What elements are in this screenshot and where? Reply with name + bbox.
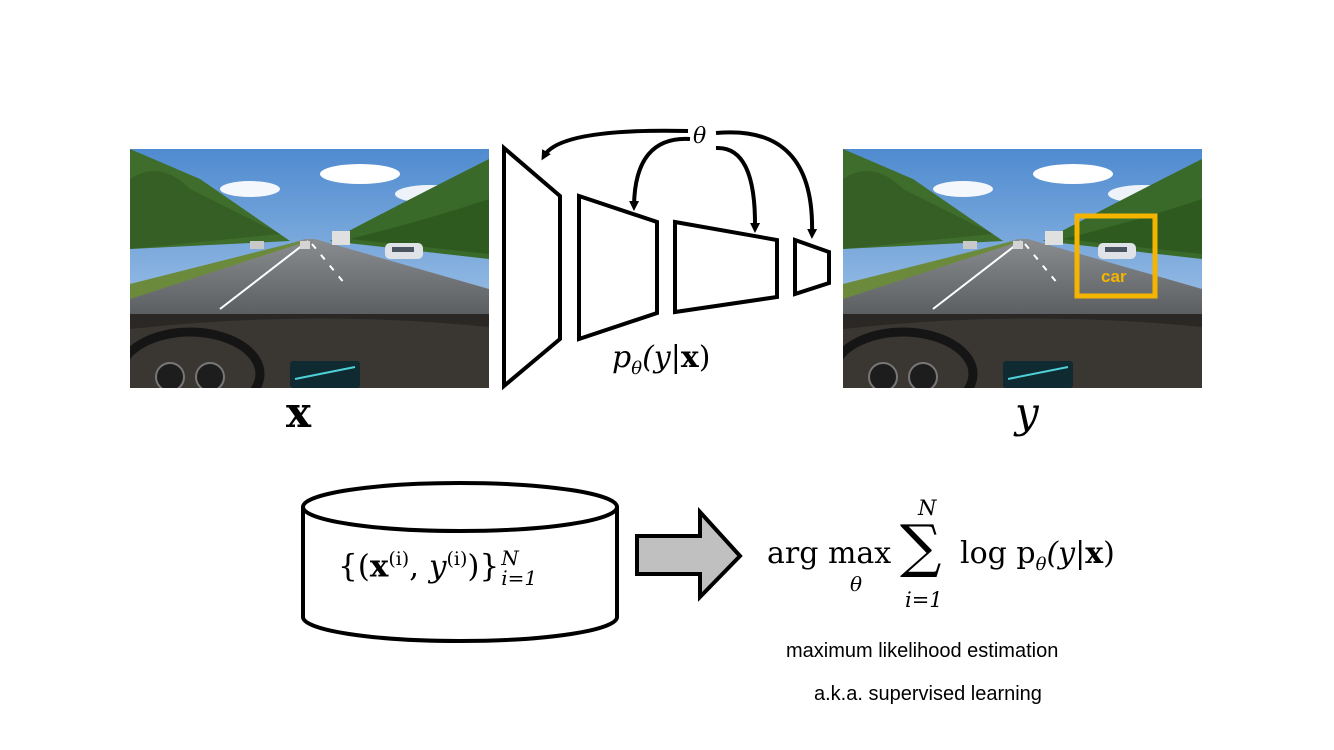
ds-y: y [428,548,447,585]
ds-y-sup: (i) [446,548,468,571]
input-symbol-x: x [286,388,312,437]
theta-arrow-layer-1 [541,128,689,161]
network-layer-2 [577,193,659,342]
network-layer-4 [793,237,831,297]
output-photo: car [843,149,1202,388]
ds-comma: , [409,548,429,585]
obj-args: (y| [1046,536,1086,571]
objective-sum-top: N [918,496,937,520]
obj-log: log p [960,536,1036,571]
dataset-cylinder-top [301,481,619,533]
fn-theta: θ [631,358,643,379]
mle-arrow [635,506,743,602]
objective-argmax-sub: θ [850,572,863,596]
output-symbol-y: y [1015,388,1039,437]
fn-p: p [612,340,632,375]
ds-sup-n: N [501,546,519,570]
ds-open: {( [338,548,370,585]
theta-arrow-layer-2 [629,136,691,211]
ds-x-sup: (i) [388,548,410,571]
ds-x: x [369,548,389,585]
objective-sum-symbol: ∑ [900,512,942,580]
theta-arrow-layer-3 [715,145,761,233]
obj-log-sub: θ [1035,554,1047,575]
objective-argmax: arg max [767,536,892,571]
theta-arrow-layer-4 [715,130,818,239]
obj-close: ) [1103,536,1115,571]
theta-label: θ [693,124,707,149]
fn-args: (y| [642,340,681,375]
dataset-cylinder-body [301,507,619,643]
objective-sum-bottom: i=1 [905,588,943,612]
input-photo [130,149,489,388]
objective-log-term: log pθ(y|x) [960,536,1115,575]
caption-supervised: a.k.a. supervised learning [814,683,1042,705]
ds-sub-i: i=1 [501,566,538,590]
detection-label: car [1101,267,1127,286]
ds-close: )} [467,548,500,585]
network-function-label: pθ(y|x) [612,340,710,379]
caption-mle: maximum likelihood estimation [786,640,1059,662]
fn-close: ) [698,340,711,375]
network-layer-1 [502,143,562,391]
obj-x: x [1085,536,1104,571]
detection-box [1074,213,1158,299]
network-layer-3 [673,219,779,315]
fn-x: x [680,340,699,375]
